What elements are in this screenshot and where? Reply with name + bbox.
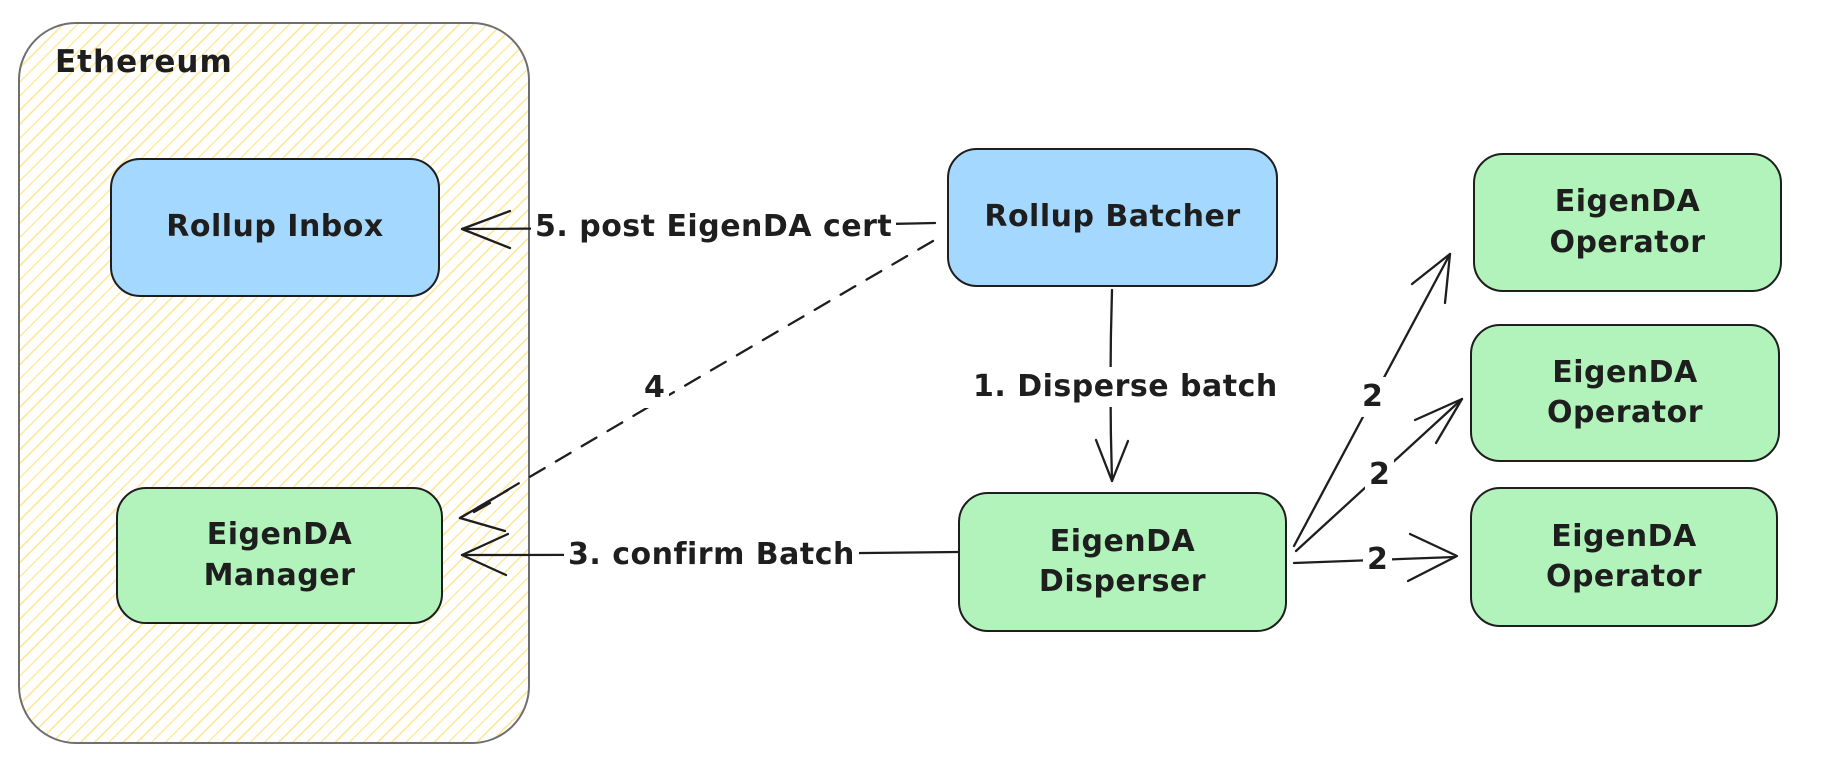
ethereum-group-label: Ethereum <box>55 44 233 80</box>
edge-label-step2-top: 2 <box>1358 377 1388 417</box>
node-eigenda-operator-3: EigenDA Operator <box>1470 487 1778 627</box>
edge-label-step2-bottom: 2 <box>1363 540 1393 580</box>
edge-label-step2-middle: 2 <box>1365 455 1395 495</box>
edge-label-post-cert: 5. post EigenDA cert <box>531 207 897 247</box>
node-eigenda-manager: EigenDA Manager <box>116 487 443 624</box>
node-eigenda-operator-2: EigenDA Operator <box>1470 324 1780 462</box>
edge-label-step4: 4 <box>640 368 670 408</box>
edge-label-disperse-batch: 1. Disperse batch <box>969 367 1282 407</box>
arrow-step4 <box>458 239 935 533</box>
node-rollup-inbox: Rollup Inbox <box>110 158 440 297</box>
node-eigenda-disperser: EigenDA Disperser <box>958 492 1287 632</box>
node-rollup-batcher: Rollup Batcher <box>947 148 1278 287</box>
node-eigenda-operator-1: EigenDA Operator <box>1473 153 1782 292</box>
ethereum-group-container <box>18 22 530 744</box>
edge-label-confirm-batch: 3. confirm Batch <box>564 535 859 575</box>
